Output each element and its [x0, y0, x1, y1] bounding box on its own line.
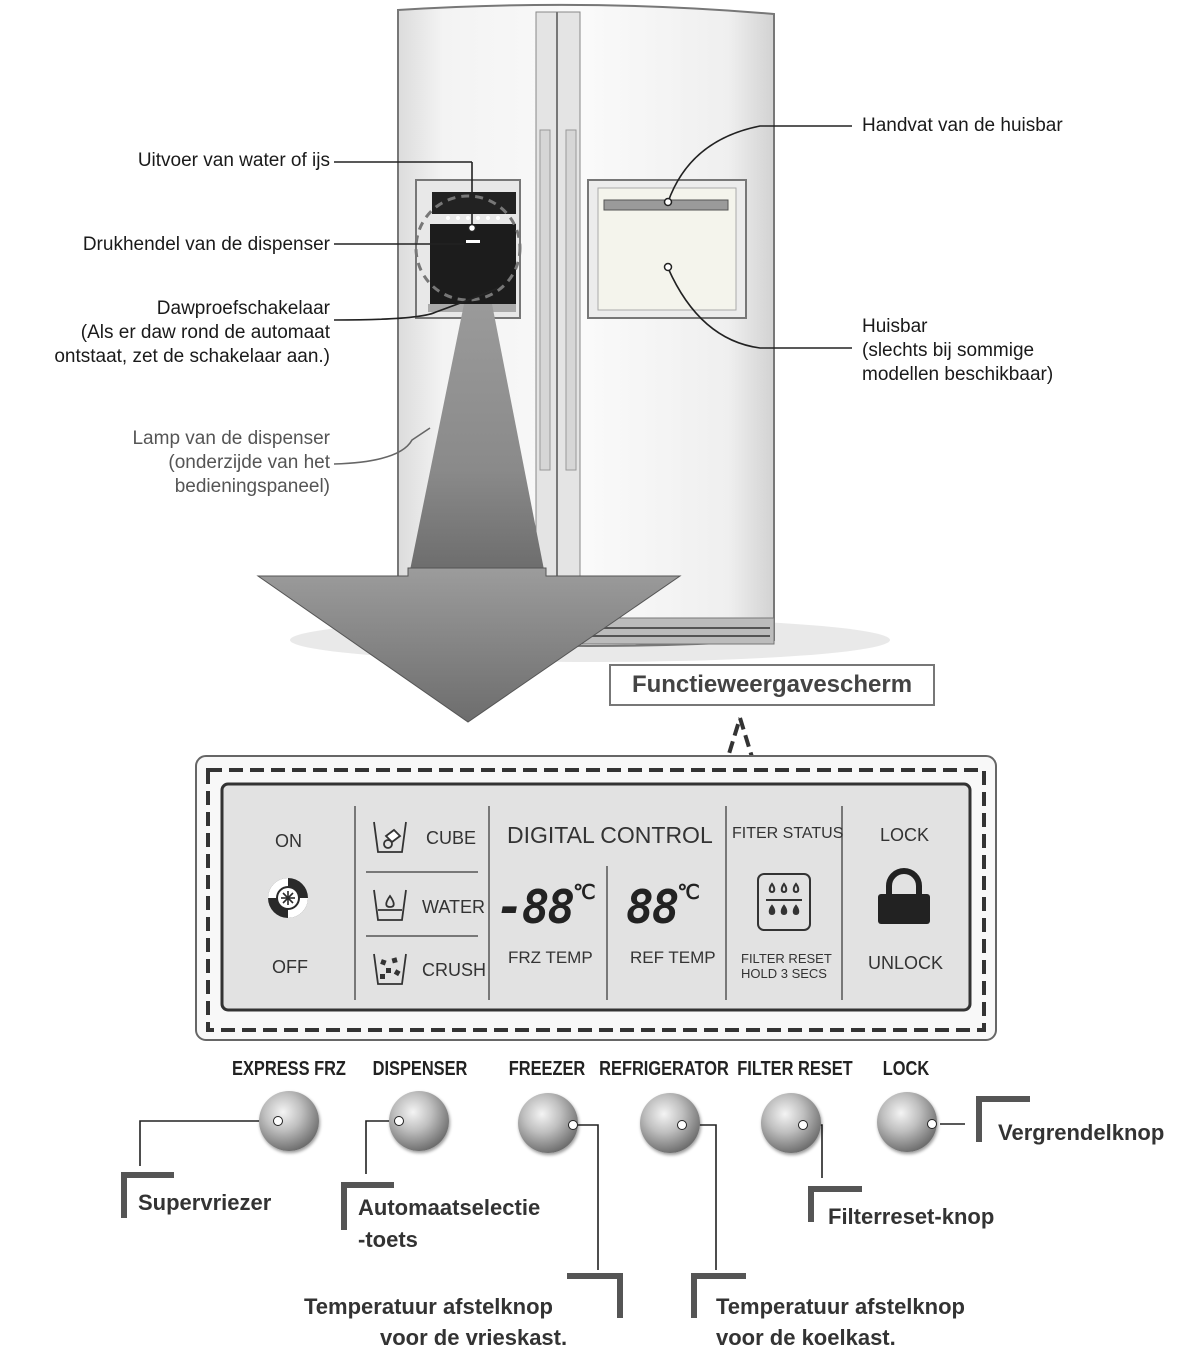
- express-frz-off-label: OFF: [272, 957, 308, 977]
- function-display-title: Functieweergavescherm: [609, 664, 935, 706]
- filter-reset-button-title: FILTER RESET: [737, 1058, 853, 1080]
- fridge-temp-value: 88: [626, 880, 679, 934]
- fridge-temp-label-1: Temperatuur afstelknop: [716, 1294, 965, 1319]
- filter-reset-hint-2: HOLD 3 SECS: [741, 966, 827, 981]
- homebar-title: Huisbar: [862, 316, 928, 337]
- crush-label: CRUSH: [422, 960, 487, 980]
- digital-control-title: DIGITAL CONTROL: [507, 822, 713, 848]
- super-freezer-label: Supervriezer: [138, 1190, 272, 1215]
- fridge-temp-label-2: voor de koelkast.: [716, 1325, 896, 1350]
- water-ice-outlet-label: Uitvoer van water of ijs: [137, 150, 330, 171]
- refrigerator-button[interactable]: [640, 1093, 700, 1153]
- homebar-handle-label: Handvat van de huisbar: [862, 115, 1063, 136]
- express-frz-button[interactable]: [259, 1091, 319, 1151]
- filter-reset-hint-1: FILTER RESET: [741, 951, 832, 966]
- dew-switch-title: Dawproefschakelaar: [156, 298, 330, 319]
- express-frz-button-title: EXPRESS FRZ: [232, 1058, 346, 1080]
- control-panel-frame: [195, 717, 997, 1041]
- express-frz-pointer-dot: [273, 1116, 283, 1126]
- lock-status-label: LOCK: [880, 825, 930, 845]
- refrigerator-button-title: REFRIGERATOR: [599, 1058, 729, 1080]
- freezer-temp-display: -88℃: [496, 880, 596, 934]
- lock-button-title: LOCK: [882, 1058, 930, 1080]
- frz-temp-label: FRZ TEMP: [508, 948, 593, 967]
- ref-temp-label: REF TEMP: [630, 948, 716, 967]
- lock-button-label: Vergrendelknop: [998, 1120, 1165, 1145]
- express-frz-on-label: ON: [275, 831, 302, 851]
- freezer-temp-label-2: voor de vrieskast.: [380, 1325, 568, 1350]
- dispenser-lamp-label-2: (onderzijde van het: [168, 452, 330, 473]
- freezer-button-title: FREEZER: [508, 1058, 586, 1080]
- water-label: WATER: [422, 897, 485, 917]
- dew-switch-desc-1: (Als er daw rond de automaat: [80, 322, 330, 343]
- dispenser-lever-label: Drukhendel van de dispenser: [82, 234, 330, 255]
- dispenser-select-label-1: Automaatselectie: [358, 1195, 541, 1220]
- filter-reset-button[interactable]: [761, 1093, 821, 1153]
- cube-label: CUBE: [426, 828, 477, 848]
- dispenser-pointer-dot: [394, 1116, 404, 1126]
- freezer-pointer-dot: [568, 1120, 578, 1130]
- homebar-desc-2: modellen beschikbaar): [862, 364, 1054, 385]
- dispenser-button-title: DISPENSER: [372, 1058, 468, 1080]
- dew-switch-desc-2: ontstaat, zet de schakelaar aan.): [54, 346, 330, 367]
- freezer-temp-unit: ℃: [573, 880, 596, 904]
- freezer-temp-value: -88: [496, 880, 575, 934]
- dispenser-lamp-label-3: bedieningspaneel): [174, 476, 330, 497]
- filter-status-label: FITER STATUS: [732, 825, 844, 842]
- filter-reset-button-label: Filterreset-knop: [828, 1204, 995, 1229]
- filter-reset-pointer-dot: [798, 1120, 808, 1130]
- freezer-temp-label-1: Temperatuur afstelknop: [304, 1294, 553, 1319]
- refrigerator-pointer-dot: [677, 1120, 687, 1130]
- button-leader-lines: [121, 1096, 1030, 1318]
- unlock-status-label: UNLOCK: [868, 953, 944, 973]
- homebar-desc-1: (slechts bij sommige: [862, 340, 1035, 361]
- fridge-temp-unit: ℃: [677, 880, 700, 904]
- fridge-temp-display: 88℃: [626, 880, 700, 934]
- dispenser-select-label-2: -toets: [358, 1227, 418, 1252]
- dispenser-lamp-label-1: Lamp van de dispenser: [132, 428, 330, 449]
- refrigerator-illustration: [256, 3, 890, 723]
- lock-pointer-dot: [927, 1119, 937, 1129]
